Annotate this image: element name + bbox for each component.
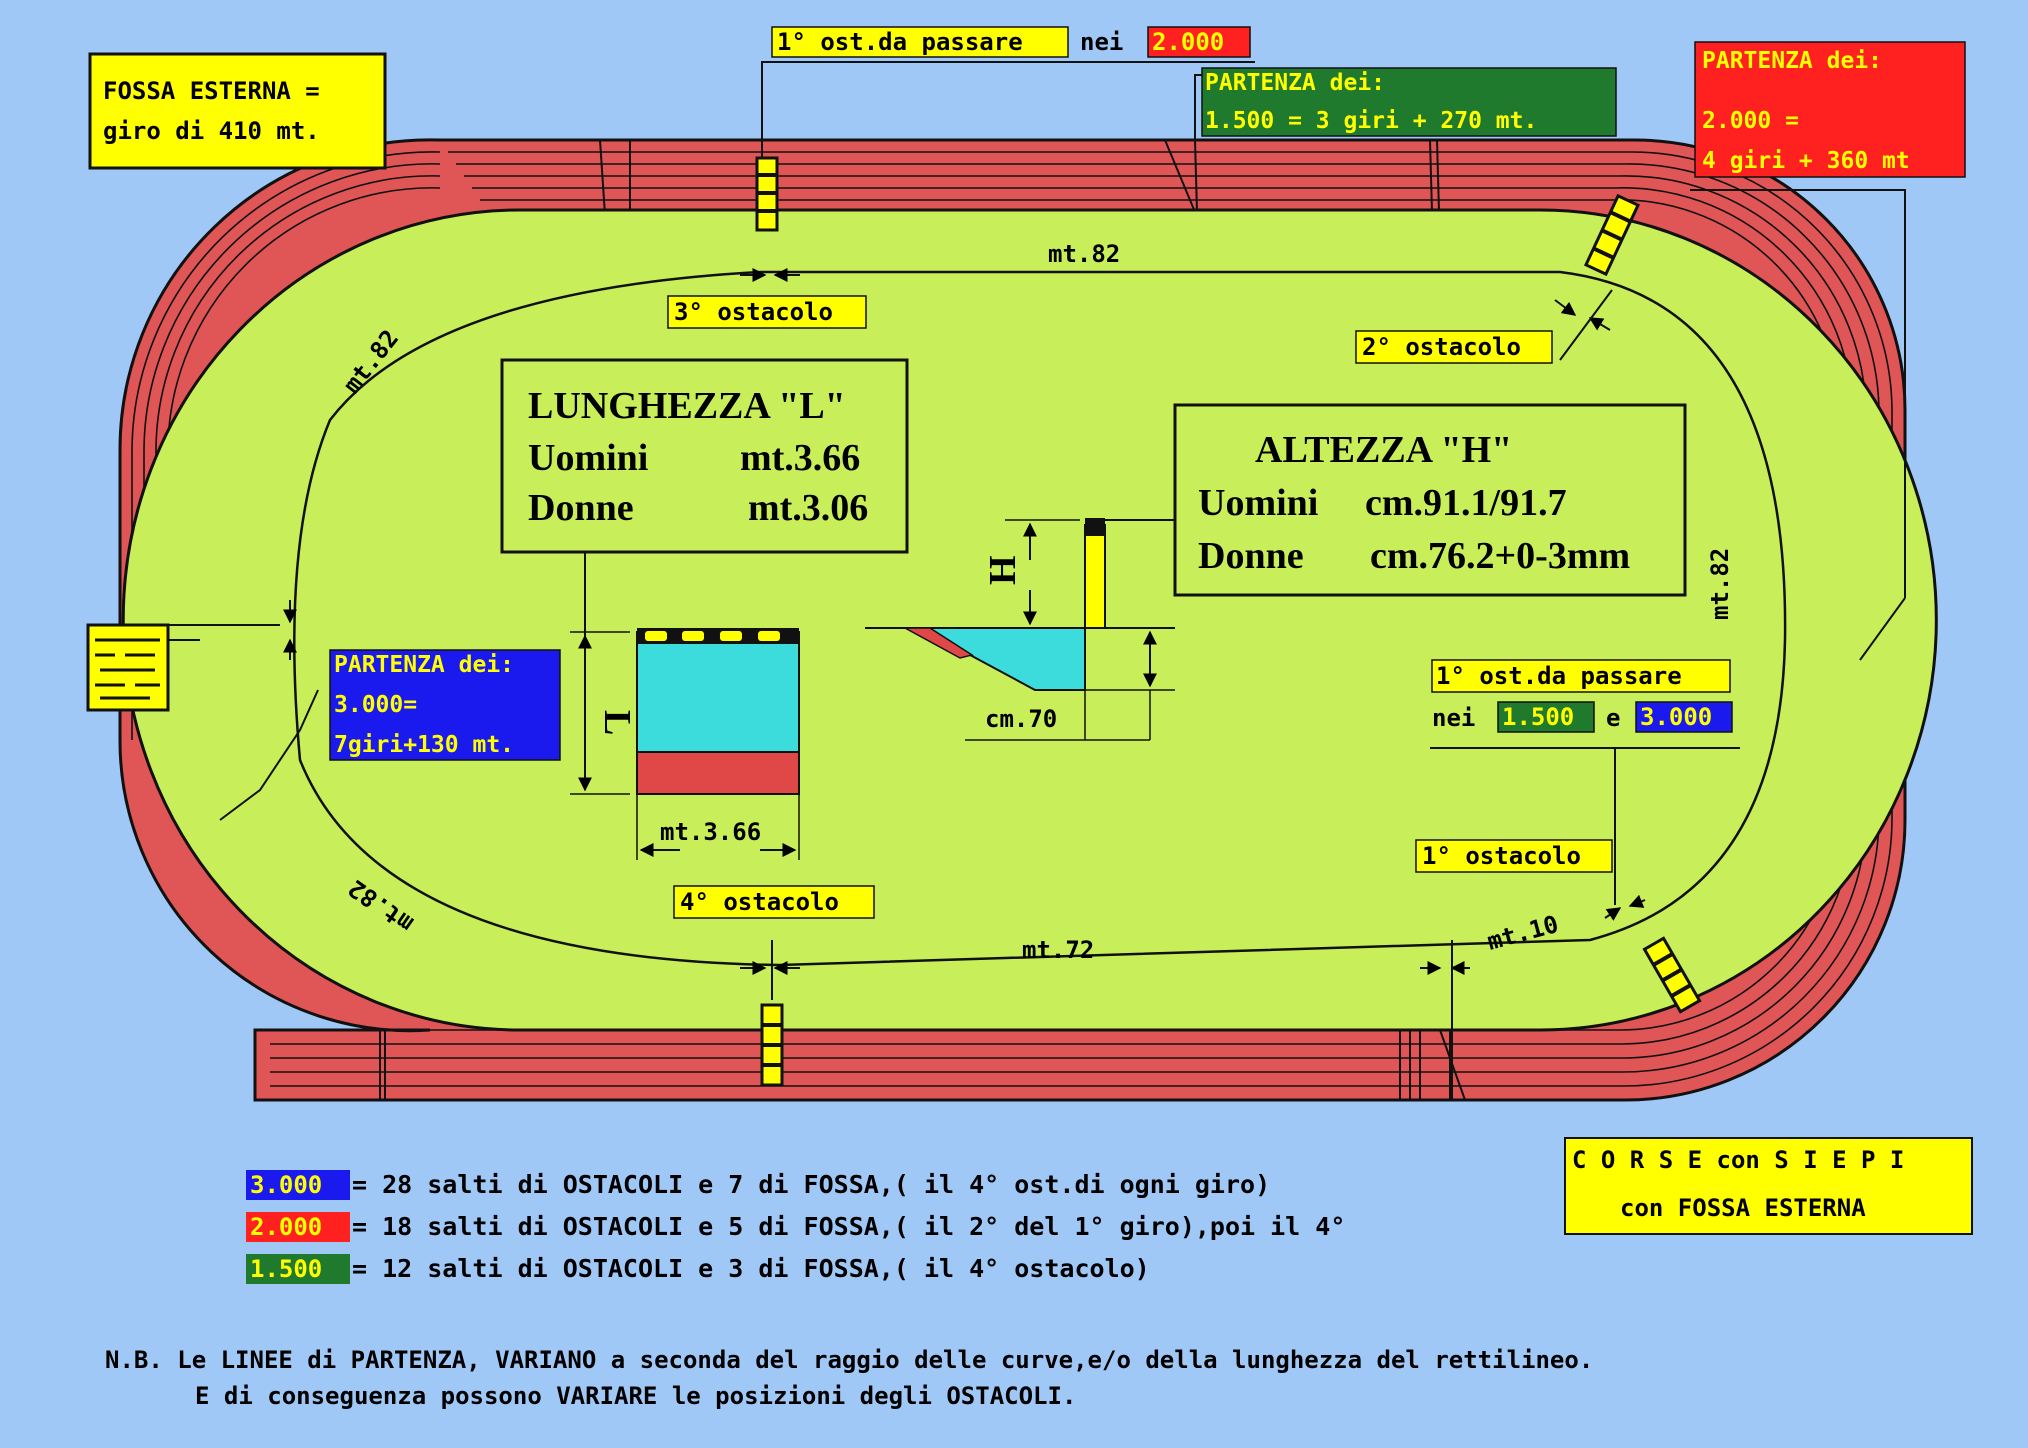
label-ostacolo-3: 3° ostacolo bbox=[674, 298, 833, 326]
hurdle-top bbox=[755, 156, 779, 232]
legend-tag-1500: 1.500 bbox=[250, 1255, 322, 1283]
svg-text:4 giri + 360 mt: 4 giri + 360 mt bbox=[1702, 148, 1910, 174]
svg-text:3.000=: 3.000= bbox=[334, 692, 417, 718]
fossa-esterna-box: FOSSA ESTERNA = giro di 410 mt. bbox=[88, 52, 387, 170]
label-first-obstacle-top: 1° ost.da passare bbox=[777, 28, 1023, 56]
svg-text:PARTENZA dei:: PARTENZA dei: bbox=[1205, 70, 1385, 96]
start-2000-box: PARTENZA dei: 2.000 = 4 giri + 360 mt bbox=[1694, 41, 1966, 178]
svg-text:giro di 410 mt.: giro di 410 mt. bbox=[103, 117, 320, 145]
title-line-2: con FOSSA ESTERNA bbox=[1620, 1194, 1866, 1222]
label-nei-top: nei bbox=[1080, 28, 1123, 56]
svg-text:FOSSA ESTERNA =: FOSSA ESTERNA = bbox=[103, 77, 320, 105]
lunghezza-box: LUNGHEZZA "L" Uomini mt.3.66 Donne mt.3.… bbox=[500, 358, 909, 554]
altezza-uomini-value: cm.91.1/91.7 bbox=[1365, 482, 1567, 524]
tag-2000-top: 2.000 bbox=[1152, 28, 1224, 56]
legend-tag-3000: 3.000 bbox=[250, 1171, 322, 1199]
label-ostacolo-1: 1° ostacolo bbox=[1422, 842, 1581, 870]
hurdle-top-right bbox=[1583, 193, 1641, 277]
altezza-title: ALTEZZA "H" bbox=[1255, 429, 1512, 471]
legend-text-3000: = 28 salti di OSTACOLI e 7 di FOSSA,( il… bbox=[352, 1170, 1270, 1199]
pit-depth-label: cm.70 bbox=[985, 705, 1057, 733]
distance-top: mt.82 bbox=[1048, 240, 1120, 268]
start-1500-box: PARTENZA dei: 1.500 = 3 giri + 270 mt. bbox=[1201, 67, 1617, 137]
note-line-1: N.B. Le LINEE di PARTENZA, VARIANO a sec… bbox=[105, 1346, 1593, 1374]
legend-text-2000: = 18 salti di OSTACOLI e 5 di FOSSA,( il… bbox=[352, 1212, 1345, 1241]
pit-top-view bbox=[570, 552, 800, 860]
svg-text:7giri+130 mt.: 7giri+130 mt. bbox=[334, 732, 514, 758]
label-ostacolo-4: 4° ostacolo bbox=[680, 888, 839, 916]
altezza-donne: Donne bbox=[1198, 535, 1304, 577]
legend-text-1500: = 12 salti di OSTACOLI e 3 di FOSSA,( il… bbox=[352, 1254, 1150, 1283]
lunghezza-donne-value: mt.3.06 bbox=[748, 487, 868, 529]
svg-text:1.500 = 3 giri + 270 mt.: 1.500 = 3 giri + 270 mt. bbox=[1205, 108, 1537, 134]
svg-text:2.000 =: 2.000 = bbox=[1702, 108, 1799, 134]
lunghezza-uomini: Uomini bbox=[528, 437, 648, 479]
hurdle-bottom bbox=[760, 1003, 784, 1087]
note-line-2: E di conseguenza possono VARIARE le posi… bbox=[195, 1382, 1076, 1410]
water-jump-external bbox=[86, 623, 280, 712]
svg-text:PARTENZA dei:: PARTENZA dei: bbox=[1702, 48, 1882, 74]
pit-side-view bbox=[865, 518, 1175, 741]
label-nei-right: nei bbox=[1432, 704, 1475, 732]
lunghezza-donne: Donne bbox=[528, 487, 634, 529]
title-line-1: C O R S E con S I E P I bbox=[1572, 1146, 1904, 1174]
lunghezza-title: LUNGHEZZA "L" bbox=[528, 385, 846, 427]
legend: 3.000 = 28 salti di OSTACOLI e 7 di FOSS… bbox=[246, 1170, 1345, 1284]
start-3000-box: PARTENZA dei: 3.000= 7giri+130 mt. bbox=[329, 649, 561, 761]
title-box: C O R S E con S I E P I con FOSSA ESTERN… bbox=[1564, 1137, 1973, 1235]
hurdle-bottom-right bbox=[1642, 936, 1702, 1014]
legend-tag-2000: 2.000 bbox=[250, 1213, 322, 1241]
altezza-donne-value: cm.76.2+0-3mm bbox=[1370, 535, 1630, 577]
label-first-obstacle-right: 1° ost.da passare bbox=[1436, 662, 1682, 690]
tag-3000-right: 3.000 bbox=[1640, 703, 1712, 731]
lunghezza-uomini-value: mt.3.66 bbox=[740, 437, 860, 479]
svg-text:PARTENZA dei:: PARTENZA dei: bbox=[334, 652, 514, 678]
label-e: e bbox=[1606, 704, 1620, 732]
pit-length-letter: L bbox=[596, 710, 638, 735]
hurdle-height-letter: H bbox=[982, 555, 1024, 585]
altezza-uomini: Uomini bbox=[1198, 482, 1318, 524]
pit-width-label: mt.3.66 bbox=[660, 818, 761, 846]
tag-1500-right: 1.500 bbox=[1502, 703, 1574, 731]
race-line bbox=[293, 270, 1787, 967]
distance-right: mt.82 bbox=[1706, 548, 1734, 620]
label-ostacolo-2: 2° ostacolo bbox=[1362, 333, 1521, 361]
altezza-box: ALTEZZA "H" Uomini cm.91.1/91.7 Donne cm… bbox=[1173, 403, 1687, 597]
distance-bottom: mt.72 bbox=[1022, 936, 1094, 964]
